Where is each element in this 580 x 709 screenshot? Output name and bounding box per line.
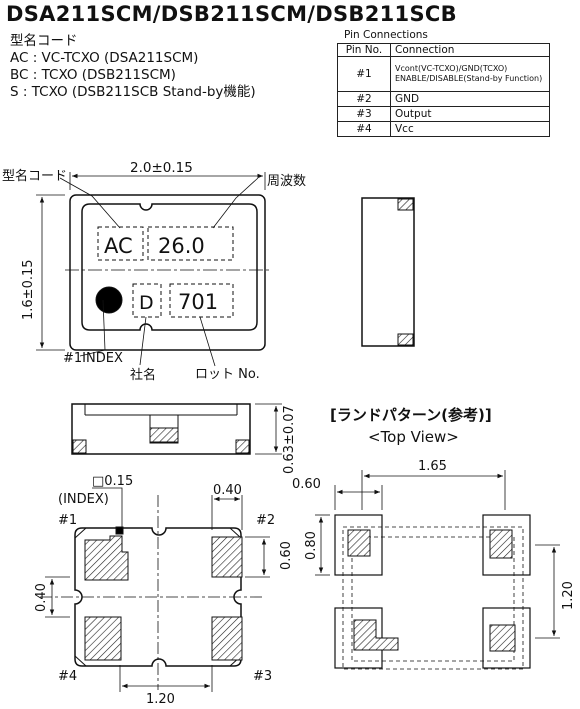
marking-frequency: 26.0 [158,234,205,258]
marking-box [147,226,234,261]
land-pattern-subtitle: <Top View> [368,428,459,446]
marking-box [169,283,234,318]
lid-outline [81,203,258,331]
pin-number-cell: #1 [337,56,391,92]
label-lot: ロット No. [195,367,260,382]
pin-table-caption: Pin Connections [344,29,428,41]
label-frequency: 周波数 [267,174,306,189]
table-row: #1 Vcont(VC-TCXO)/GND(TCXO) ENABLE/DISAB… [337,56,550,92]
pin-connection-cell: Vcont(VC-TCXO)/GND(TCXO) ENABLE/DISABLE(… [390,56,550,92]
table-header-row: Pin No. Connection [337,43,550,57]
connection-line: Vcont(VC-TCXO)/GND(TCXO) [395,64,508,73]
pin-number-cell: #3 [337,106,391,122]
pin-connections-table: Pin No. Connection #1 Vcont(VC-TCXO)/GND… [337,43,550,137]
dimension-thickness-label: 0.63±0.07 [282,405,297,474]
pad [84,535,129,581]
label-company: 社名 [130,367,156,383]
marking-box [97,226,144,261]
bottom-dim-pad-gap: 0.40 [34,583,49,612]
land-dim-pad-height: 0.80 [304,531,319,560]
pad [211,616,243,661]
model-code-line: S : TCXO (DSB211SCB Stand-by機能) [10,84,256,100]
package-outline [69,194,266,351]
marking-lot: 701 [178,290,218,314]
land-pad [334,514,383,576]
land-dim-pitch-y: 1.20 [561,581,576,610]
top-view [36,172,270,367]
bottom-view [40,487,270,692]
bottom-dim-pad-width: 0.40 [213,483,242,498]
model-code-line: AC : VC-TCXO (DSA211SCM) [10,50,199,66]
bottom-dim-pitch: 1.20 [146,692,175,707]
bottom-dim-pad-height: 0.60 [279,541,294,570]
table-header-cell: Pin No. [337,43,391,57]
pad [211,536,243,578]
land-pattern [315,470,560,670]
model-code-line: BC : TCXO (DSB211SCM) [10,67,176,83]
index-dot-icon [95,286,123,314]
pad [84,616,122,661]
bottom-label-index: (INDEX) [58,492,109,507]
land-pad [482,607,531,669]
model-code-heading: 型名コード [10,33,78,49]
document-title: DSA211SCM/DSB211SCM/DSB211SCB [6,2,457,26]
land-pattern-title: [ランドパターン(参考)] [330,406,492,424]
pin-label-3: #3 [253,669,272,684]
label-model-code: 型名コード [2,168,67,184]
pin-label-4: #4 [58,669,77,684]
land-dim-pitch-x: 1.65 [418,459,447,474]
table-row: #4 Vcc [337,121,550,137]
side-view-right [361,197,415,347]
connection-line: ENABLE/DISABLE(Stand-by Function) [395,74,543,83]
label-index: #1INDEX [63,351,123,366]
marking-box [132,283,162,318]
pin-connection-cell: Vcc [390,121,550,137]
dimension-width-label: 2.0±0.15 [130,160,193,176]
land-pad [482,514,531,576]
marking-company: D [139,292,154,314]
land-dim-pad-width: 0.60 [292,477,321,492]
pin-label-1: #1 [58,513,77,528]
model-code-legend: 型名コード AC : VC-TCXO (DSA211SCM) BC : TCXO… [10,33,256,101]
pin-number-cell: #4 [337,121,391,137]
bottom-dim-index: □0.15 [92,474,133,489]
pin-label-2: #2 [256,513,275,528]
dimension-height-label: 1.6±0.15 [21,259,36,320]
marking-code: AC [104,234,133,258]
side-view-bottom [71,403,282,455]
